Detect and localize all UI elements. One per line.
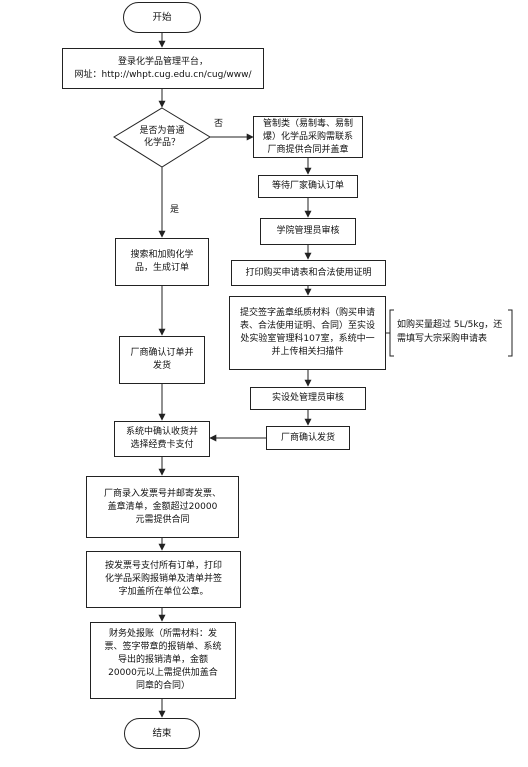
login-step: 登录化学品管理平台， 网址：http://whpt.cug.edu.cn/cug… xyxy=(62,48,264,89)
pay-print-label: 按发票号支付所有订单，打印 化学品采购报销单及清单并签 字加盖所在单位公章。 xyxy=(104,561,222,597)
no-branch-label: 否 xyxy=(214,119,224,129)
vendor-ship-step: 厂商确认发货 xyxy=(266,426,350,450)
decision-label: 是否为普通 化学品？ xyxy=(139,126,185,148)
note-bracket-right xyxy=(508,309,513,357)
wait-vendor-label: 等待厂家确认订单 xyxy=(271,181,344,191)
print-apply-step: 打印购买申请表和合法使用证明 xyxy=(231,260,386,286)
confirm-receipt-label: 系统中确认收货并 选择经费卡支付 xyxy=(125,427,198,450)
search-add-step: 搜索和加购化学 品，生成订单 xyxy=(115,238,209,286)
search-add-label: 搜索和加购化学 品，生成订单 xyxy=(130,250,194,273)
start-label: 开始 xyxy=(152,12,172,23)
note-bracket xyxy=(389,309,394,357)
print-apply-label: 打印购买申请表和合法使用证明 xyxy=(245,267,372,278)
office-review-step: 实设处管理员审核 xyxy=(250,387,366,410)
college-review-step: 学院管理员审核 xyxy=(260,218,356,245)
wait-vendor-step: 等待厂家确认订单 xyxy=(258,175,358,198)
finance-label: 财务处报账（所需材料：发 票、签字带章的报销单、系统 导出的报销清单，金额 20… xyxy=(104,629,222,691)
pay-print-step: 按发票号支付所有订单，打印 化学品采购报销单及清单并签 字加盖所在单位公章。 xyxy=(86,551,241,608)
vendor-ship-label: 厂商确认发货 xyxy=(280,432,335,443)
controlled-step: 管制类（易制毒、易制 爆）化学品采购需联系 厂商提供合同并盖章 xyxy=(253,116,363,158)
end-node: 结束 xyxy=(124,718,200,749)
finance-step: 财务处报账（所需材料：发 票、签字带章的报销单、系统 导出的报销清单，金额 20… xyxy=(90,622,236,699)
submit-docs-step: 提交签字盖章纸质材料（购买申请 表、合法使用证明、合同）至实设 处实验室管理科1… xyxy=(229,296,386,370)
invoice-step: 厂商录入发票号并邮寄发票、 盖章清单，金额超过20000 元需提供合同 xyxy=(86,476,239,538)
decision-diamond xyxy=(113,107,211,168)
controlled-label: 管制类（易制毒、易制 爆）化学品采购需联系 厂商提供合同并盖章 xyxy=(262,118,353,155)
confirm-receipt-step: 系统中确认收货并 选择经费卡支付 xyxy=(114,421,210,457)
vendor-confirm-step: 厂商确认订单并 发货 xyxy=(119,336,205,384)
college-review-label: 学院管理员审核 xyxy=(276,226,340,236)
login-label: 登录化学品管理平台， 网址：http://whpt.cug.edu.cn/cug… xyxy=(74,56,252,80)
end-label: 结束 xyxy=(152,728,172,739)
office-review-label: 实设处管理员审核 xyxy=(271,393,344,403)
bulk-note: 如购买量超过 5L/5kg，还 需填写大宗采购申请表 xyxy=(397,320,503,344)
invoice-label: 厂商录入发票号并邮寄发票、 盖章清单，金额超过20000 元需提供合同 xyxy=(103,488,221,525)
yes-branch-label: 是 xyxy=(170,205,180,215)
submit-docs-label: 提交签字盖章纸质材料（购买申请 表、合法使用证明、合同）至实设 处实验室管理科1… xyxy=(239,308,375,357)
vendor-confirm-label: 厂商确认订单并 发货 xyxy=(130,348,194,371)
start-node: 开始 xyxy=(123,2,201,33)
